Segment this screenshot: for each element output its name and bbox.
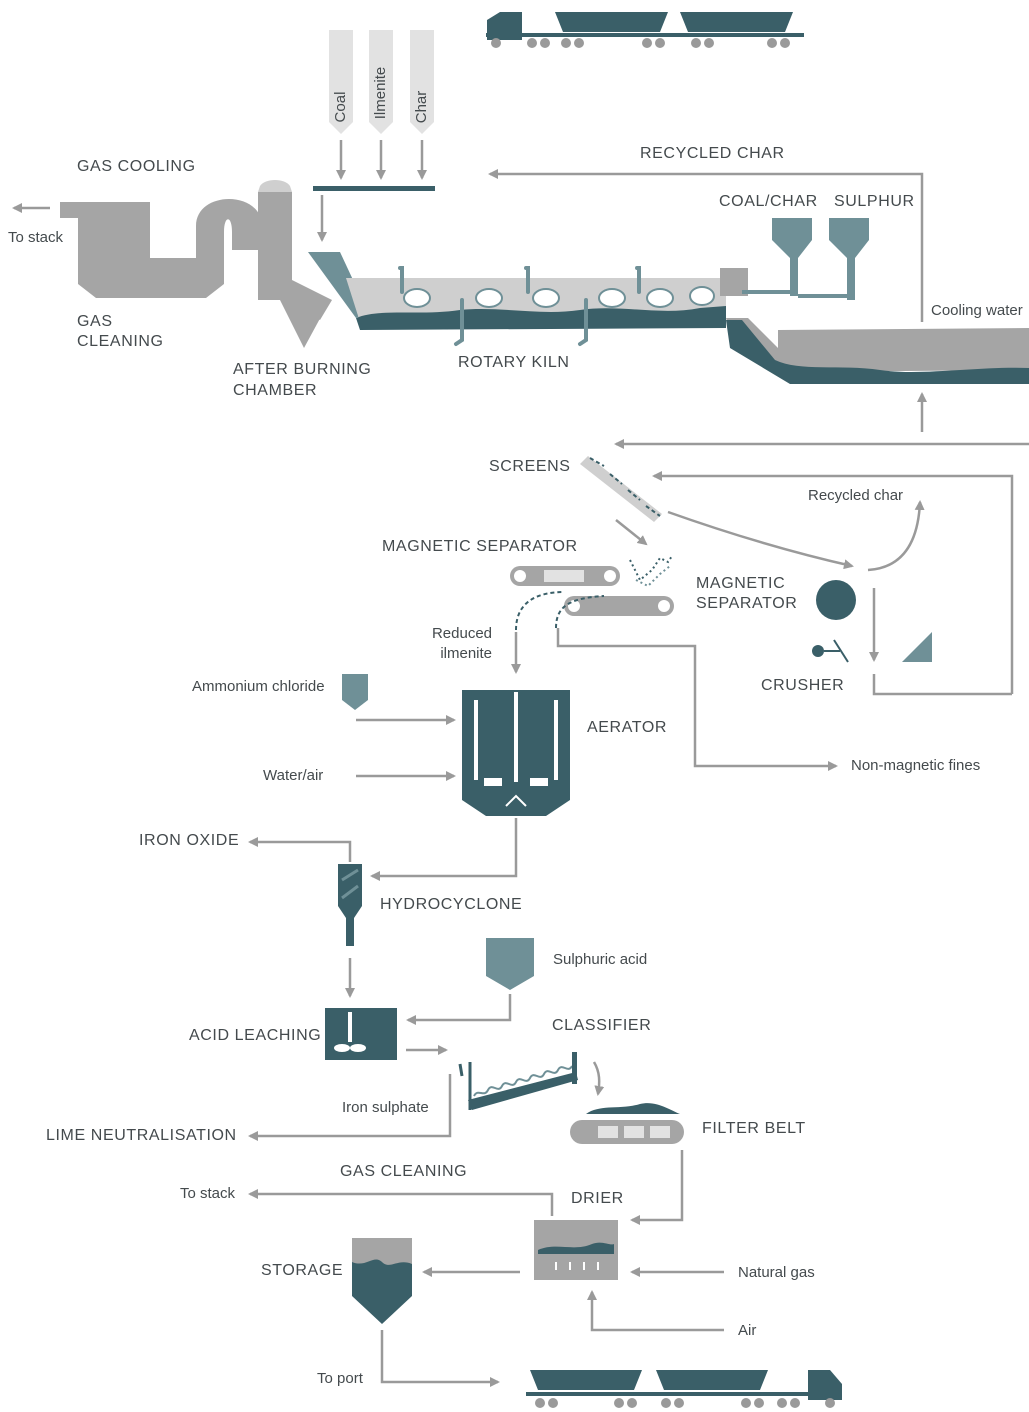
feed-silos — [313, 30, 435, 242]
hydrocyclone-label: HYDROCYCLONE — [380, 896, 523, 913]
feed-coal-label: Coal — [332, 91, 349, 123]
recycled-char-top-label: RECYCLED CHAR — [640, 145, 785, 162]
to-stack-bottom-label: To stack — [180, 1185, 236, 1202]
after-burning-chamber-label-2: CHAMBER — [233, 382, 318, 399]
storage-label: STORAGE — [261, 1262, 344, 1279]
magnetic-separator-label: MAGNETIC SEPARATOR — [382, 538, 578, 555]
iron-oxide-label: IRON OXIDE — [139, 832, 240, 849]
crusher — [812, 632, 932, 663]
gas-cleaning-bottom-label: GAS CLEANING — [340, 1163, 468, 1180]
reduced-ilmenite-label-1: Reduced — [431, 625, 492, 642]
cooler — [726, 318, 1029, 384]
iron-sulphate-label: Iron sulphate — [342, 1099, 429, 1116]
cooling-water-label: Cooling water — [931, 302, 1023, 319]
air-label: Air — [738, 1322, 757, 1339]
hydrocyclone — [338, 864, 362, 946]
screens-label: SCREENS — [489, 458, 571, 475]
screens — [580, 456, 662, 546]
ammonium-chloride-label: Ammonium chloride — [192, 678, 325, 695]
sulphur-label: SULPHUR — [834, 193, 915, 210]
classifier-label: CLASSIFIER — [552, 1017, 652, 1034]
gas-cooling-unit — [12, 180, 332, 348]
acid-leaching-tank — [325, 1008, 397, 1060]
filter-belt-label: FILTER BELT — [702, 1120, 806, 1137]
magnetic-separator-right-label-2: SEPARATOR — [696, 595, 798, 612]
natural-gas-label: Natural gas — [738, 1264, 815, 1281]
sulphuric-acid-tank — [486, 938, 534, 990]
crusher-label: CRUSHER — [761, 677, 845, 694]
reduced-ilmenite-label-2: ilmenite — [440, 645, 492, 662]
feed-ilmenite-label: Ilmenite — [372, 66, 389, 120]
gas-cleaning-label-1: GAS — [77, 313, 113, 330]
aerator — [342, 674, 570, 816]
rotary-kiln — [308, 252, 748, 346]
incoming-truck — [486, 12, 804, 48]
classifier — [458, 1052, 578, 1110]
acid-leaching-label: ACID LEACHING — [189, 1027, 322, 1044]
recycled-char-label: Recycled char — [808, 487, 904, 504]
drier — [534, 1220, 618, 1280]
drier-label: DRIER — [571, 1190, 624, 1207]
rotary-kiln-label: ROTARY KILN — [458, 354, 570, 371]
water-air-label: Water/air — [263, 767, 324, 784]
lime-neutralisation-label: LIME NEUTRALISATION — [46, 1127, 237, 1144]
non-magnetic-fines-label: Non-magnetic fines — [851, 757, 981, 774]
coal-char-hopper — [772, 218, 812, 296]
coal-char-label: COAL/CHAR — [719, 193, 818, 210]
feed-char-label: Char — [413, 90, 430, 124]
sulphur-hopper — [829, 218, 869, 300]
to-port-label: To port — [317, 1370, 363, 1387]
magnetic-separator-belts — [510, 555, 674, 631]
magnetic-separator-right-label-1: MAGNETIC — [696, 575, 786, 592]
sulphuric-acid-label: Sulphuric acid — [553, 951, 648, 968]
filter-belt — [570, 1103, 684, 1144]
aerator-label: AERATOR — [587, 719, 668, 736]
gas-cooling-label: GAS COOLING — [77, 158, 196, 175]
gas-cleaning-label-2: CLEANING — [77, 333, 164, 350]
magnetic-drum — [816, 580, 856, 620]
to-stack-top-label: To stack — [8, 229, 64, 246]
after-burning-chamber-label-1: AFTER BURNING — [233, 361, 372, 378]
storage-bin — [352, 1238, 412, 1324]
outgoing-truck — [526, 1370, 842, 1408]
